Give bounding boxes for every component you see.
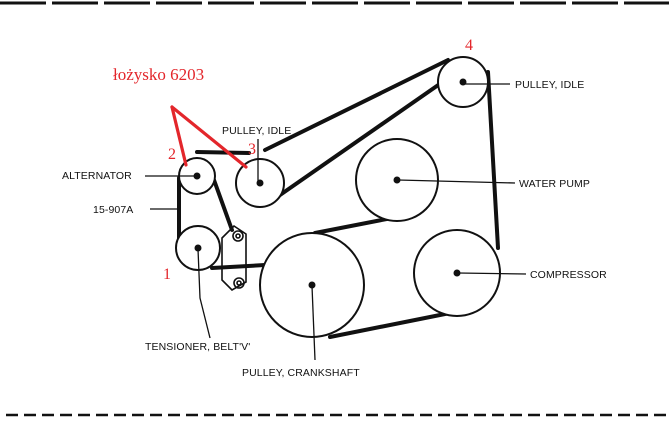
marker-1: 1	[163, 266, 171, 283]
arrow-to-idle-pulley	[170, 105, 248, 169]
leader-lines	[145, 83, 527, 361]
label-crankshaft: PULLEY, CRANKSHAFT	[242, 367, 360, 379]
tensioner-bracket	[221, 224, 247, 291]
leader-compressor	[457, 272, 527, 275]
idle-pulley-center-hub	[256, 179, 264, 187]
arrow-to-alternator	[170, 105, 188, 167]
label-part-number: 15-907A	[93, 204, 133, 216]
belt-segment-tens-crank	[210, 263, 267, 270]
label-pulley-idle-center: PULLEY, IDLE	[222, 125, 291, 137]
marker-4: 4	[465, 37, 473, 54]
belt-segment-alt-idle	[195, 150, 251, 155]
belt-segment-idle-top	[263, 58, 450, 152]
belt-segment-idle-waterpump	[278, 79, 446, 197]
alternator-hub	[193, 172, 201, 180]
belt-segment-inner	[212, 178, 234, 232]
bearing-note: łożysko 6203	[113, 65, 204, 84]
label-alternator: ALTERNATOR	[62, 170, 132, 182]
label-tensioner: TENSIONER, BELT'V'	[145, 341, 250, 353]
belt-segment-wp-crank	[313, 216, 394, 235]
marker-3: 3	[248, 141, 256, 158]
belt-segment-right	[486, 70, 500, 250]
tensioner-arm	[221, 224, 247, 291]
leader-crankshaft	[311, 285, 316, 361]
tensioner-bolt-top	[232, 230, 244, 242]
bearing-annotation-arrows	[170, 105, 248, 169]
leader-water-pump	[397, 179, 516, 184]
idle-pulley-top-hub	[459, 78, 467, 86]
pulleys	[175, 56, 501, 338]
marker-2: 2	[168, 146, 176, 163]
leader-tensioner	[197, 248, 211, 339]
label-water-pump: WATER PUMP	[519, 178, 590, 190]
label-pulley-idle-top: PULLEY, IDLE	[515, 79, 584, 91]
tensioner-bolt-bottom	[233, 277, 245, 289]
label-compressor: COMPRESSOR	[530, 269, 607, 281]
